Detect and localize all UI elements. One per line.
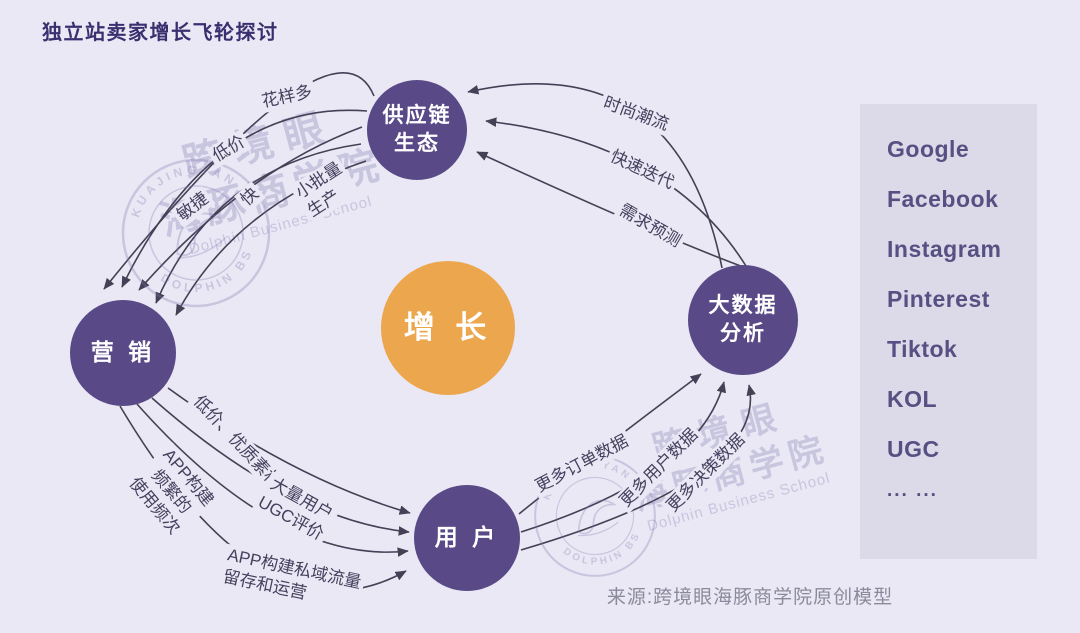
channel-pinterest: Pinterest — [887, 286, 990, 312]
channel-ugc: UGC — [887, 436, 940, 462]
channel-google: Google — [887, 136, 970, 162]
page-title: 独立站卖家增长飞轮探讨 — [42, 22, 279, 44]
channel-kol: KOL — [887, 386, 938, 412]
source-note: 来源:跨境眼海豚商学院原创模型 — [606, 587, 894, 608]
channels-panel: Google Facebook Instagram Pinterest Tikt… — [860, 104, 1037, 559]
channel-facebook: Facebook — [887, 186, 999, 212]
channel-ellipsis: ... ... — [887, 480, 938, 501]
node-big-data: 大数据 分析 — [688, 265, 798, 375]
watermark-stamp-top-left: KUAJINGYAN DOLPHIN BS — [119, 148, 271, 308]
node-users: 用 户 — [414, 485, 520, 591]
node-marketing: 营 销 — [70, 300, 176, 406]
channel-tiktok: Tiktok — [887, 336, 958, 362]
svg-text:DOLPHIN BS: DOLPHIN BS — [559, 527, 648, 576]
svg-text:DOLPHIN BS: DOLPHIN BS — [156, 242, 264, 308]
channel-instagram: Instagram — [887, 236, 1002, 262]
node-supply-chain: 供应链 生态 — [367, 80, 467, 180]
node-growth: 增 长 — [381, 261, 515, 395]
